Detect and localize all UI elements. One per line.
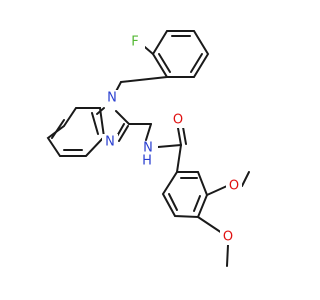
ring-nitrogen-1-label: N	[107, 91, 117, 106]
carbonyl-double-1	[177, 127, 182, 146]
methoxy-oxygen-upper-label: O	[229, 179, 239, 194]
methoxy-lower-ch3-bond	[226, 244, 229, 267]
carbonyl-double-2	[182, 126, 187, 145]
amide-nitrogen-label: N	[143, 141, 153, 156]
carbonyl-aryl-bond	[176, 144, 182, 173]
methoxy-upper-ch3-bond	[241, 171, 250, 187]
chemical-structure: F N N N H O O O	[46, 30, 250, 267]
amide-hydrogen-label: H	[142, 154, 152, 169]
fluorine-label: F	[131, 35, 138, 50]
fluorophenyl-ring	[151, 30, 210, 78]
atom-labels: F N N N H O O O	[102, 35, 242, 245]
c3-methoxy-bond	[206, 185, 228, 196]
benzene-ring	[46, 107, 106, 157]
amide-group	[157, 126, 187, 173]
nh-carbonyl-bond	[157, 144, 182, 148]
ring-nitrogen-3-label: N	[105, 135, 115, 150]
n1-c7a-bond	[96, 107, 105, 115]
benzyl-ch2-bond	[120, 76, 168, 83]
ch2-nh-bond	[145, 123, 152, 141]
dimethoxyphenyl-ring-inner	[168, 177, 201, 212]
n1-c2-bond	[115, 110, 130, 125]
benzene-ring-inner	[51, 112, 99, 151]
c2-n3-bond	[118, 125, 129, 142]
carbonyl-oxygen-label: O	[173, 113, 183, 128]
fluorobenzyl-group	[112, 30, 210, 98]
methoxy-oxygen-lower-label: O	[223, 230, 233, 245]
fluorophenyl-ring-double-bonds	[158, 35, 203, 73]
benzimidazole-core	[46, 107, 152, 157]
